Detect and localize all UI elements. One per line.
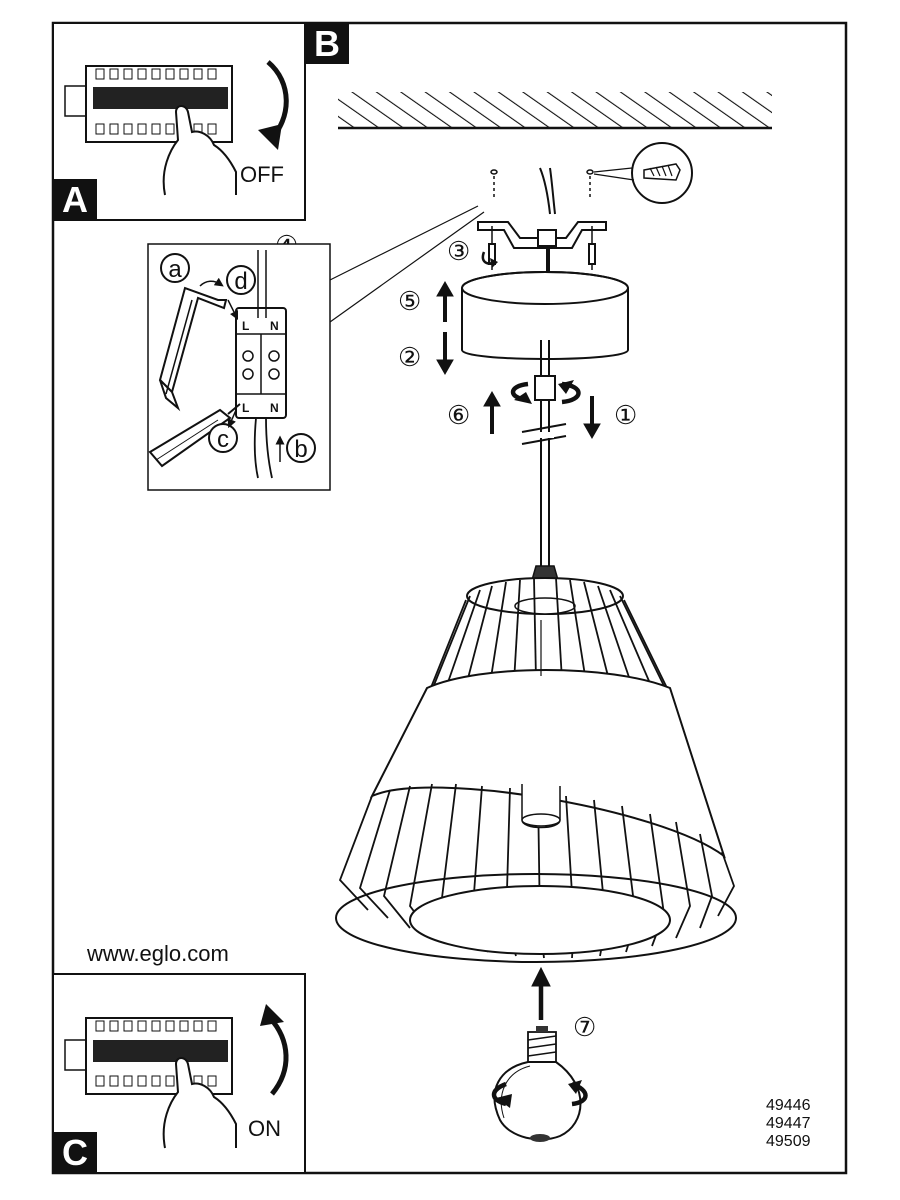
wall-plug-detail xyxy=(593,142,693,204)
sub-step-c: c xyxy=(217,426,229,453)
panel-a-letter: A xyxy=(62,179,88,220)
step-6: ⑥ xyxy=(447,400,470,430)
twist-arrows-icon xyxy=(510,380,581,405)
ceiling-canopy xyxy=(461,271,629,360)
zoom-line-top xyxy=(329,205,479,281)
breaker-panel-on xyxy=(64,1017,233,1095)
zoom-line-bottom xyxy=(329,211,485,323)
step-2: ② xyxy=(398,342,421,372)
terminal-l-bottom: L xyxy=(242,401,249,415)
panel-c-letter: C xyxy=(62,1132,88,1173)
step-5: ⑤ xyxy=(398,286,421,316)
rotate-up-arrow-icon xyxy=(268,1016,289,1096)
panel-b-letter: B xyxy=(314,23,340,64)
lamp-shade xyxy=(335,565,737,963)
step-arrows xyxy=(436,280,601,1020)
product-code-3: 49509 xyxy=(766,1133,811,1150)
panel-b-marker: B xyxy=(305,23,349,64)
terminal-n-top: N xyxy=(270,319,279,333)
mounting-bracket xyxy=(477,221,607,282)
terminal-l-top: L xyxy=(242,319,249,333)
product-code-1: 49446 xyxy=(766,1097,811,1114)
sub-step-b: b xyxy=(294,436,307,463)
product-code-2: 49447 xyxy=(766,1115,811,1132)
switch-off-label: OFF xyxy=(240,162,284,187)
website-link[interactable]: www.eglo.com xyxy=(86,941,229,966)
hand-icon xyxy=(162,1057,237,1149)
shade-bottom-opening xyxy=(409,885,671,955)
light-bulb xyxy=(491,1026,588,1142)
terminal-n-bottom: N xyxy=(270,401,279,415)
wiring-detail: L N L N a b c d xyxy=(147,243,331,491)
terminal-cover xyxy=(158,286,228,394)
mains-cable xyxy=(539,167,556,215)
step-1: ① xyxy=(614,400,637,430)
ceiling xyxy=(338,92,772,130)
shade-wire-ribs-upper xyxy=(429,577,669,691)
sub-step-a: a xyxy=(168,256,182,283)
step-7: ⑦ xyxy=(573,1012,596,1042)
sub-step-d: d xyxy=(234,268,247,295)
page-border xyxy=(51,21,848,1175)
breaker-panel-off xyxy=(64,65,233,143)
panel-a: OFF A xyxy=(52,22,306,221)
switch-on-label: ON xyxy=(248,1116,281,1141)
hand-icon xyxy=(162,105,237,196)
step-3: ③ xyxy=(447,236,470,266)
ceiling-screws xyxy=(490,169,594,200)
panel-c: ON C xyxy=(52,973,306,1174)
suspension-cable xyxy=(521,340,567,576)
cable-gripper xyxy=(534,375,556,401)
